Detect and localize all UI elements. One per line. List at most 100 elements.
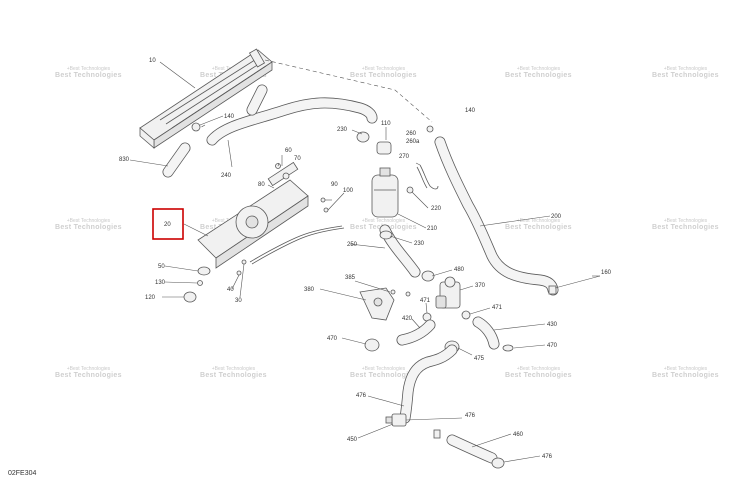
coolant-hose-420[interactable]: [396, 319, 436, 346]
fan-wire: [251, 227, 345, 265]
highlighted-callout-label[interactable]: 20: [164, 222, 171, 228]
callout-label: 140: [465, 108, 476, 114]
fan-assembly-part[interactable]: [197, 161, 309, 269]
coolant-hose-476[interactable]: [399, 344, 458, 424]
overflow-tube[interactable]: [416, 166, 428, 189]
bolt-part[interactable]: [390, 289, 396, 295]
washer-part[interactable]: [197, 266, 211, 276]
watermark-line: +Best Technologies: [361, 366, 406, 372]
callout-label: 80: [258, 182, 265, 188]
radiator-hose-240[interactable]: [206, 97, 378, 146]
coolant-reservoir-part[interactable]: [371, 167, 399, 218]
coolant-hose-430[interactable]: [472, 316, 500, 350]
callout-label: 260a: [406, 139, 420, 145]
callout-label: 270: [399, 154, 410, 160]
coolant-hose-200[interactable]: [434, 136, 559, 296]
pressure-cap-part[interactable]: [356, 131, 370, 143]
watermark-line: +Best Technologies: [516, 66, 561, 72]
screw-part[interactable]: [241, 259, 247, 265]
hose-clamp-part[interactable]: [461, 310, 471, 320]
hose-stub-part[interactable]: [246, 84, 268, 116]
callout-label: 30: [235, 298, 242, 304]
callout-label: 50: [158, 264, 165, 270]
clip-part[interactable]: [426, 125, 434, 133]
callout-label: 130: [155, 280, 166, 286]
tee-fitting-part[interactable]: [385, 413, 407, 427]
hose-clamp-part[interactable]: [548, 285, 557, 295]
watermark-brand: Best Technologies: [200, 372, 267, 379]
watermark-brand: Best Technologies: [505, 372, 572, 379]
bolt-part[interactable]: [405, 291, 411, 297]
callout-label: 420: [402, 316, 413, 322]
callout-label: 160: [601, 270, 612, 276]
hose-clamp-part[interactable]: [191, 122, 201, 132]
callout-label: 90: [331, 182, 338, 188]
bolt-part[interactable]: [323, 207, 329, 213]
hose-clamp-part[interactable]: [491, 457, 505, 469]
watermark-line: +Best Technologies: [663, 66, 708, 72]
callout-label: 210: [427, 226, 438, 232]
callout-label: 230: [414, 241, 425, 247]
callout-label: 100: [343, 188, 354, 194]
overflow-tube[interactable]: [419, 164, 439, 190]
callout-label: 475: [474, 356, 485, 362]
callout-label: 450: [347, 437, 358, 443]
callout-label: 370: [475, 283, 486, 289]
callout-label: 260: [406, 131, 417, 137]
watermark-brand: Best Technologies: [652, 372, 719, 379]
callout-label: 10: [149, 58, 156, 64]
watermark-brand: Best Technologies: [350, 372, 417, 379]
coolant-hose-460[interactable]: [446, 434, 498, 464]
hose-clamp-part[interactable]: [406, 186, 414, 194]
callout-label: 230: [337, 127, 348, 133]
watermark-brand: Best Technologies: [350, 72, 417, 79]
watermark-line: +Best Technologies: [663, 366, 708, 372]
hose-clamp-part[interactable]: [421, 270, 435, 282]
watermark-line: +Best Technologies: [663, 218, 708, 224]
guide-line: [264, 59, 433, 123]
watermark-line: +Best Technologies: [66, 66, 111, 72]
callout-label: 470: [327, 336, 338, 342]
hose-clamp-part[interactable]: [364, 338, 380, 352]
watermark-line: +Best Technologies: [361, 218, 406, 224]
nut-part[interactable]: [197, 280, 203, 286]
fan-wire: [249, 225, 343, 263]
callout-label: 470: [547, 343, 558, 349]
watermark-line: +Best Technologies: [66, 366, 111, 372]
hose-clamp-part[interactable]: [433, 429, 441, 439]
callout-label: 70: [294, 156, 301, 162]
bolt-part[interactable]: [320, 197, 326, 203]
callout-label: 460: [513, 432, 524, 438]
watermark-brand: Best Technologies: [652, 72, 719, 79]
watermark-brand: Best Technologies: [55, 72, 122, 79]
watermark-line: +Best Technologies: [516, 366, 561, 372]
hose-clamp-part[interactable]: [379, 230, 393, 240]
watermark-brand: Best Technologies: [55, 372, 122, 379]
callout-label: 480: [454, 267, 465, 273]
screw-part[interactable]: [236, 270, 242, 276]
watermark-brand: Best Technologies: [55, 224, 122, 231]
grommet-part[interactable]: [183, 291, 197, 303]
hose-830-part[interactable]: [162, 142, 191, 178]
callout-label: 476: [465, 413, 476, 419]
watermark-line: +Best Technologies: [66, 218, 111, 224]
reservoir-cap-part[interactable]: [376, 141, 392, 155]
callout-label: 40: [227, 287, 234, 293]
callout-label: 476: [356, 393, 367, 399]
hose-clamp-part[interactable]: [502, 344, 514, 352]
highlight-box: [152, 208, 184, 240]
radiator-part[interactable]: [139, 48, 273, 149]
thermostat-housing-part[interactable]: [435, 276, 461, 309]
callout-label: 240: [221, 173, 232, 179]
bracket-part[interactable]: [359, 287, 395, 321]
